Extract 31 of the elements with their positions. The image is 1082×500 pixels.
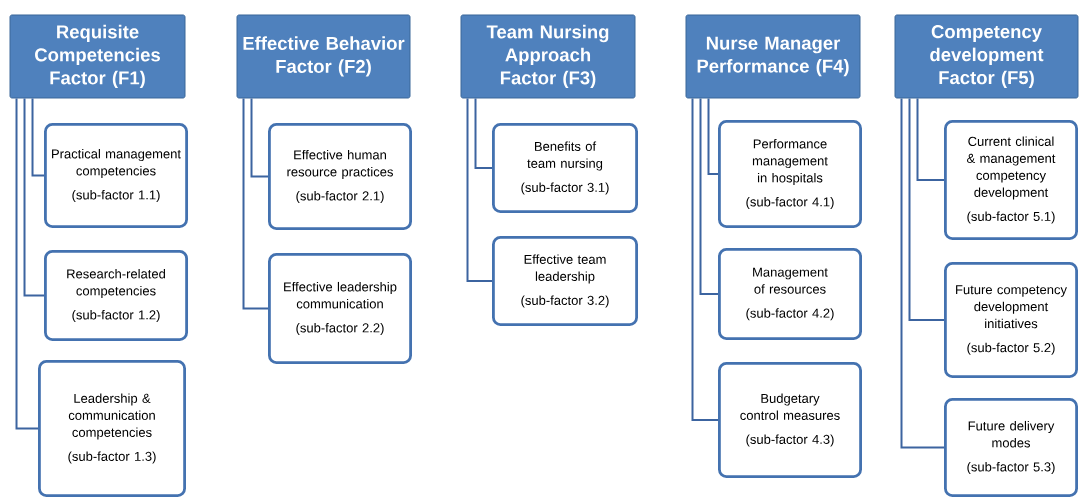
connector-line [250,97,269,178]
connector-line [466,97,493,282]
sub-factor-box: Management of resources (sub-factor 4.2) [718,248,862,340]
connector-line [31,97,45,177]
sub-factor-box: Benefits of team nursing (sub-factor 3.1) [492,123,638,213]
connector-line [23,97,45,297]
connector-line [474,97,493,169]
connector-line [691,97,719,421]
factor-box: Nurse Manager Performance (F4) [685,14,861,99]
sub-factor-box: Budgetary control measures (sub-factor 4.3) [718,362,862,478]
sub-factor-box: Research-related competencies (sub-factor 1.2) [44,250,188,341]
sub-factor-box: Effective team leadership (sub-factor 3.2) [492,236,638,326]
sub-factor-box: Leadership & communication competencies (sub-factor 1.3) [38,360,186,497]
factor-box: Team Nursing Approach Factor (F3) [460,14,636,99]
factor-box: Competency development Factor (F5) [894,14,1079,99]
sub-factor-box: Performance management in hospitals (sub-factor 4.1) [718,120,862,228]
connector-line [900,97,945,449]
sub-factor-box: Practical management competencies (sub-factor 1.1) [44,123,188,228]
sub-factor-box: Future delivery modes (sub-factor 5.3) [944,398,1078,497]
connector-line [15,97,39,430]
sub-factor-box: Future competency development initiatives (sub-factor 5.2) [944,262,1078,378]
connector-line [699,97,719,295]
factor-box: Requisite Competencies Factor (F1) [9,14,186,99]
sub-factor-box: Current clinical & management competency development (sub-factor 5.1) [944,120,1078,240]
connector-line [242,97,269,310]
connector-line [916,97,945,181]
factor-box: Effective Behavior Factor (F2) [236,14,411,99]
connector-line [908,97,945,321]
sub-factor-box: Effective human resource practices (sub-factor 2.1) [268,123,412,230]
connector-line [707,97,719,175]
sub-factor-box: Effective leadership communication (sub-factor 2.2) [268,253,412,364]
